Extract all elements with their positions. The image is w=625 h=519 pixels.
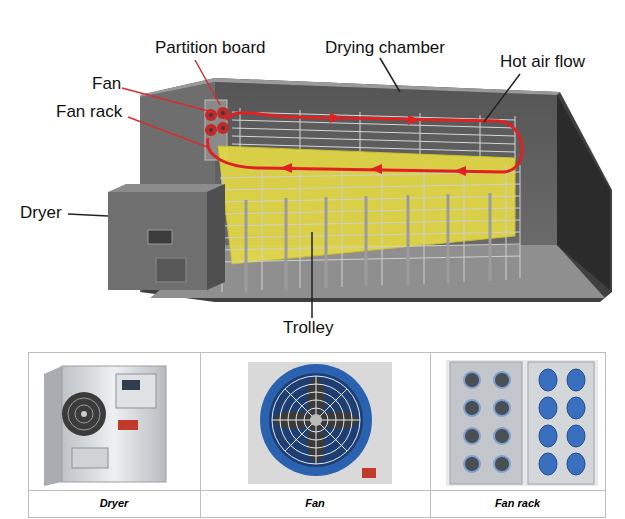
fan-rack-photo-bg — [446, 360, 598, 486]
leader-line — [128, 117, 207, 147]
dryer-photo-tag — [118, 420, 138, 430]
dryer-side — [207, 184, 225, 290]
dryer-photo-front — [62, 366, 166, 482]
part-label: Hot air flow — [500, 52, 585, 72]
table-caption: Dryer — [28, 496, 200, 510]
table-border — [29, 353, 606, 518]
flow-arrowhead — [408, 115, 420, 125]
part-label: Partition board — [155, 38, 266, 58]
leader-lines — [68, 58, 520, 318]
grill-ring — [272, 376, 360, 464]
dryer-photo-side — [44, 366, 62, 486]
fan-rack-photo — [446, 360, 598, 486]
rack-fan — [494, 428, 510, 444]
rack-fan — [464, 456, 480, 472]
dryer-photo-display — [122, 380, 140, 390]
fan-hub — [221, 126, 225, 130]
blue-fan — [567, 425, 585, 447]
rack-fan — [464, 400, 480, 416]
dryer-front — [108, 192, 207, 290]
dryer-photo — [44, 366, 166, 486]
leader-line — [122, 88, 212, 112]
dryer-panel — [148, 230, 172, 244]
part-label: Trolley — [283, 318, 333, 338]
part-label: Fan rack — [56, 102, 122, 122]
leader-line — [195, 60, 220, 105]
rack-fan — [494, 372, 510, 388]
fan-hub — [209, 128, 213, 132]
part-label: Fan — [92, 74, 121, 94]
table-caption: Fan — [200, 496, 430, 510]
flow-arrowhead — [330, 113, 342, 123]
part-label: Drying chamber — [325, 38, 445, 58]
grill-spokes — [272, 376, 360, 464]
dryer-photo-plate — [72, 448, 108, 468]
blue-fan — [539, 453, 557, 475]
table-rules — [28, 352, 606, 518]
blue-fan — [567, 453, 585, 475]
trolley-racks-front — [220, 165, 520, 292]
fan — [217, 122, 229, 134]
photo-table — [28, 352, 606, 518]
fan-photo-housing — [260, 364, 372, 476]
fan-hub — [221, 111, 225, 115]
right-wall — [557, 95, 610, 290]
blue-fan — [567, 369, 585, 391]
blue-fan — [567, 397, 585, 419]
table-caption: Fan rack — [430, 496, 605, 510]
leader-line — [484, 74, 520, 122]
leader-line — [380, 58, 400, 92]
part-label: Dryer — [20, 203, 62, 223]
fan-photo-hub — [310, 414, 322, 426]
blue-fan — [539, 369, 557, 391]
fan-photo-bg — [248, 362, 392, 484]
fan-photo — [248, 362, 392, 484]
dryer-unit — [108, 184, 225, 290]
leader-line — [68, 214, 108, 216]
fan-hub — [209, 113, 213, 117]
rack-legs — [246, 193, 490, 292]
dryer-top — [108, 184, 225, 192]
rack-fan — [494, 456, 510, 472]
rack-poles — [222, 165, 520, 292]
rack-fan — [464, 428, 480, 444]
rack-fan — [464, 372, 480, 388]
fan-rack-photo-frame — [528, 362, 594, 484]
rack-fan — [494, 400, 510, 416]
flow-arrowhead — [280, 163, 292, 173]
blue-fan — [539, 397, 557, 419]
fan — [205, 124, 217, 136]
dryer-photo-panel — [116, 374, 156, 408]
leader-line — [311, 232, 313, 318]
dryer-vent — [156, 258, 186, 282]
dryer-photo-fan — [62, 392, 106, 436]
flow-arrowhead — [454, 166, 466, 176]
fan-rack-photo-panel — [450, 362, 522, 484]
dryer-photo-grill — [68, 398, 100, 430]
rack-shelves — [220, 172, 520, 262]
blue-fan — [539, 425, 557, 447]
fan-photo-inner — [269, 373, 363, 467]
fan-photo-grill — [272, 376, 360, 464]
fan-photo-box — [362, 468, 376, 478]
air-loop — [208, 113, 523, 172]
dryer-photo-hub — [81, 411, 87, 417]
flow-arrowhead — [370, 164, 382, 174]
fan-rack-photo-blue-fans — [539, 369, 585, 475]
dryer-photo-grill — [75, 405, 93, 423]
hot-air-flow — [208, 113, 523, 176]
fan-rack-photo-fans — [464, 372, 510, 472]
ceiling-edge — [140, 78, 560, 97]
